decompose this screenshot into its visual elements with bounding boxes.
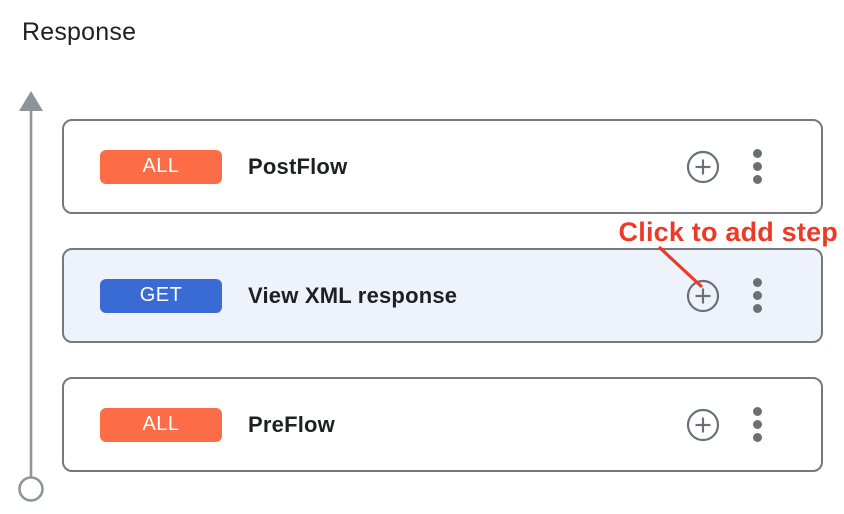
add-step-button[interactable] — [686, 408, 720, 442]
card-actions — [686, 149, 821, 184]
plus-circle-icon — [686, 408, 720, 441]
method-badge: ALL — [100, 149, 222, 184]
card-actions — [686, 278, 821, 313]
method-badge: ALL — [100, 407, 222, 442]
flow-card[interactable]: ALL PostFlow — [62, 119, 823, 214]
card-menu-button[interactable] — [752, 278, 762, 313]
plus-circle-icon — [686, 279, 720, 312]
flow-direction-arrow — [18, 91, 44, 502]
card-menu-button[interactable] — [752, 407, 762, 442]
add-step-button[interactable] — [686, 279, 720, 313]
method-badge: GET — [100, 278, 222, 313]
add-step-button[interactable] — [686, 150, 720, 184]
kebab-menu-icon — [752, 407, 762, 442]
kebab-menu-icon — [752, 278, 762, 313]
annotation-label: Click to add step — [618, 217, 838, 247]
flow-card[interactable]: ALL PreFlow — [62, 377, 823, 472]
arrowhead-up-icon — [19, 91, 43, 111]
flow-card[interactable]: GET View XML response — [62, 248, 823, 343]
flow-card-title: PreFlow — [248, 411, 335, 437]
card-menu-button[interactable] — [752, 149, 762, 184]
flow-card-title: View XML response — [248, 282, 458, 308]
card-actions — [686, 407, 821, 442]
plus-circle-icon — [686, 150, 720, 183]
kebab-menu-icon — [752, 149, 762, 184]
flow-card-title: PostFlow — [248, 153, 348, 179]
page-title: Response — [22, 18, 137, 46]
flow-card-list: ALL PostFlow GET View X — [62, 119, 823, 472]
connector-end-circle — [18, 476, 44, 502]
